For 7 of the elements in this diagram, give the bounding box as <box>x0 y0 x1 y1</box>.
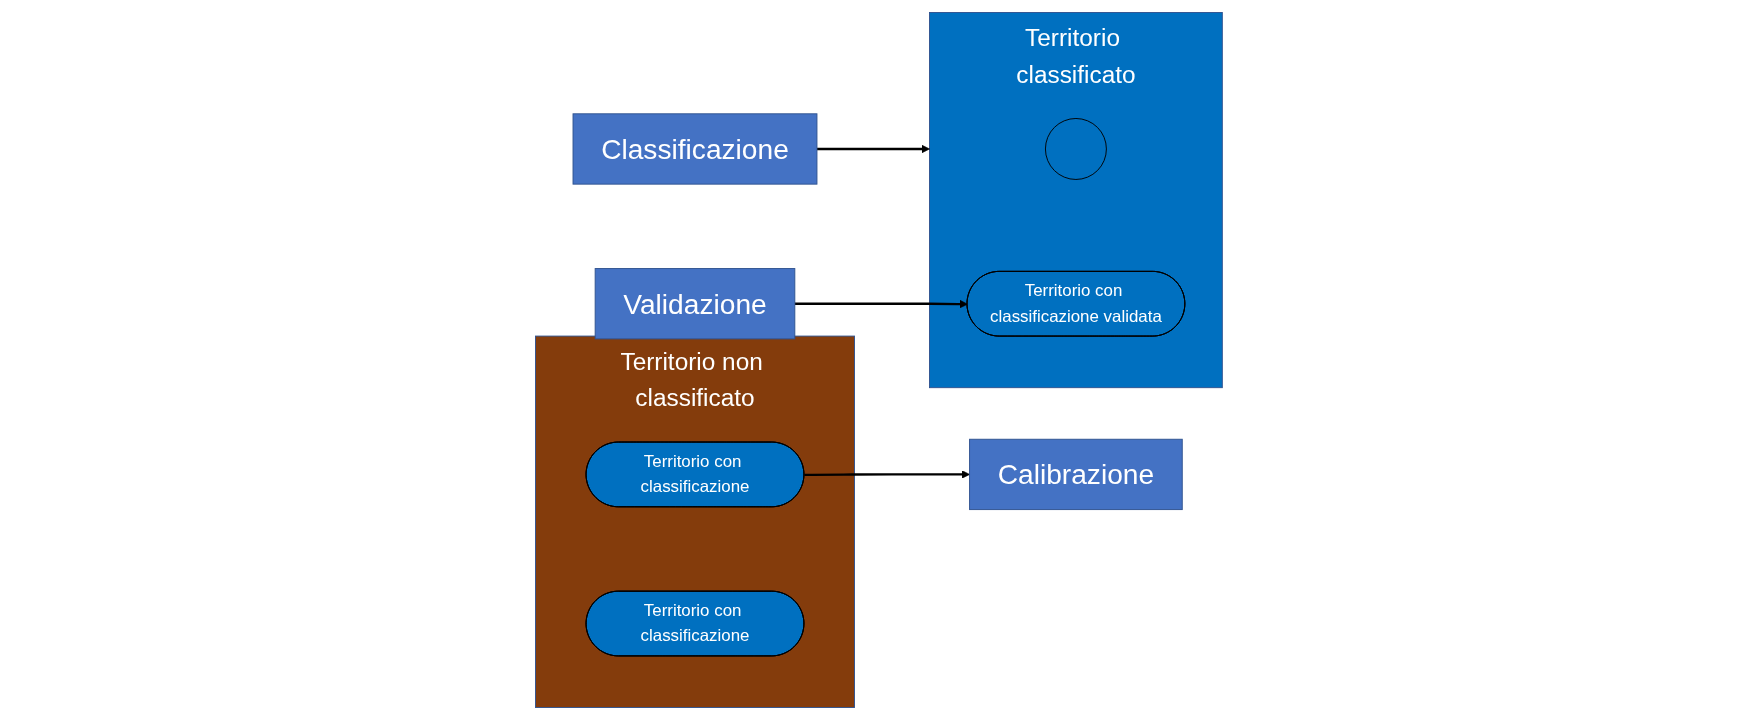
arrow <box>816 144 930 154</box>
node-box: Classificazione <box>572 113 817 185</box>
node-box: Calibrazione <box>968 438 1183 511</box>
node-circle <box>1044 118 1107 180</box>
arrow <box>794 299 968 309</box>
node-box: Validazione <box>594 268 795 340</box>
arrow <box>803 470 970 479</box>
